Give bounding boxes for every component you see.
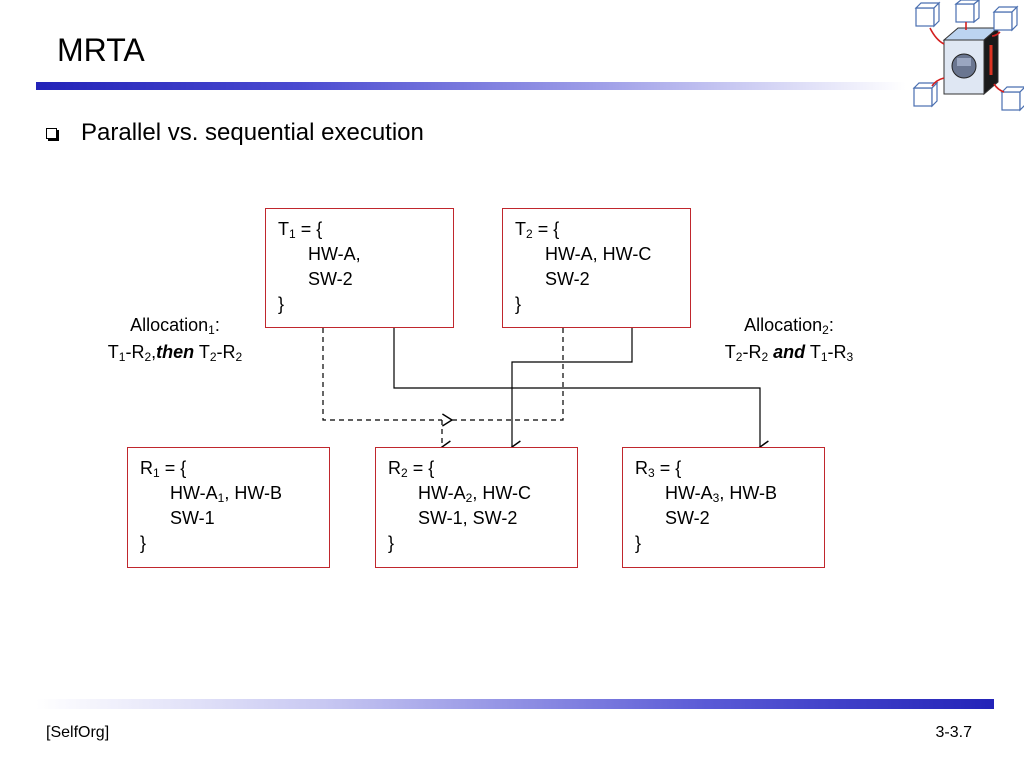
bullet-item: Parallel vs. sequential execution <box>46 117 424 149</box>
solid-connector-t1-r3 <box>393 328 769 454</box>
dashed-connector-t2-r2 <box>442 328 564 427</box>
task-requirement: HW-A, <box>308 244 361 264</box>
resource-close-brace: } <box>140 533 147 553</box>
task-close-brace: } <box>278 294 285 314</box>
resource-header: R1 = { <box>140 458 187 480</box>
bullet-text: Parallel vs. sequential execution <box>81 119 424 146</box>
task-close-brace: } <box>515 294 522 314</box>
solid-connector-t2-r2 <box>510 328 633 454</box>
resource-capability: SW-1, SW-2 <box>418 508 518 528</box>
logo-satellite-cubes <box>912 0 1024 112</box>
task-header: T1 = { <box>278 219 323 241</box>
allocation-label-2: Allocation2: T2-R2 and T1-R3 <box>724 315 854 364</box>
resource-capability: HW-A1, HW-B <box>170 483 283 505</box>
resource-capability: HW-A2, HW-C <box>418 483 532 505</box>
footer-source: [SelfOrg] <box>46 724 110 741</box>
resource-header: R3 = { <box>635 458 682 480</box>
slide-number: 3-3.7 <box>935 724 972 741</box>
resource-box-r3: R3 = { HW-A3, HW-B SW-2 } <box>622 447 825 568</box>
allocation-label-1: Allocation1: T1-R2,then T2-R2 <box>107 315 243 364</box>
selforg-logo <box>912 0 1024 112</box>
resource-capability: HW-A3, HW-B <box>665 483 778 505</box>
slide-title: MRTA <box>57 32 145 68</box>
resource-capability: SW-2 <box>665 508 710 528</box>
square-bullet-icon <box>46 128 57 139</box>
resource-close-brace: } <box>635 533 642 553</box>
title-underline-bar <box>36 82 906 90</box>
task-box-t2: T2 = { HW-A, HW-C SW-2 } <box>502 208 691 328</box>
footer-bar <box>36 699 994 709</box>
dashed-connector-t1-r2 <box>322 328 442 421</box>
task-requirement: SW-2 <box>545 269 590 289</box>
logo-central-cube <box>942 26 1000 96</box>
resource-close-brace: } <box>388 533 395 553</box>
allocation-keyword: then <box>156 342 195 362</box>
task-header: T2 = { <box>515 219 560 241</box>
resource-header: R2 = { <box>388 458 435 480</box>
logo-arrows <box>929 22 1005 93</box>
resource-capability: SW-1 <box>170 508 215 528</box>
resource-box-r2: R2 = { HW-A2, HW-C SW-1, SW-2 } <box>375 447 578 568</box>
task-box-t1: T1 = { HW-A, SW-2 } <box>265 208 454 328</box>
task-requirement: SW-2 <box>308 269 353 289</box>
allocation-keyword: and <box>773 342 806 362</box>
resource-box-r1: R1 = { HW-A1, HW-B SW-1 } <box>127 447 330 568</box>
task-requirement: HW-A, HW-C <box>545 244 652 264</box>
